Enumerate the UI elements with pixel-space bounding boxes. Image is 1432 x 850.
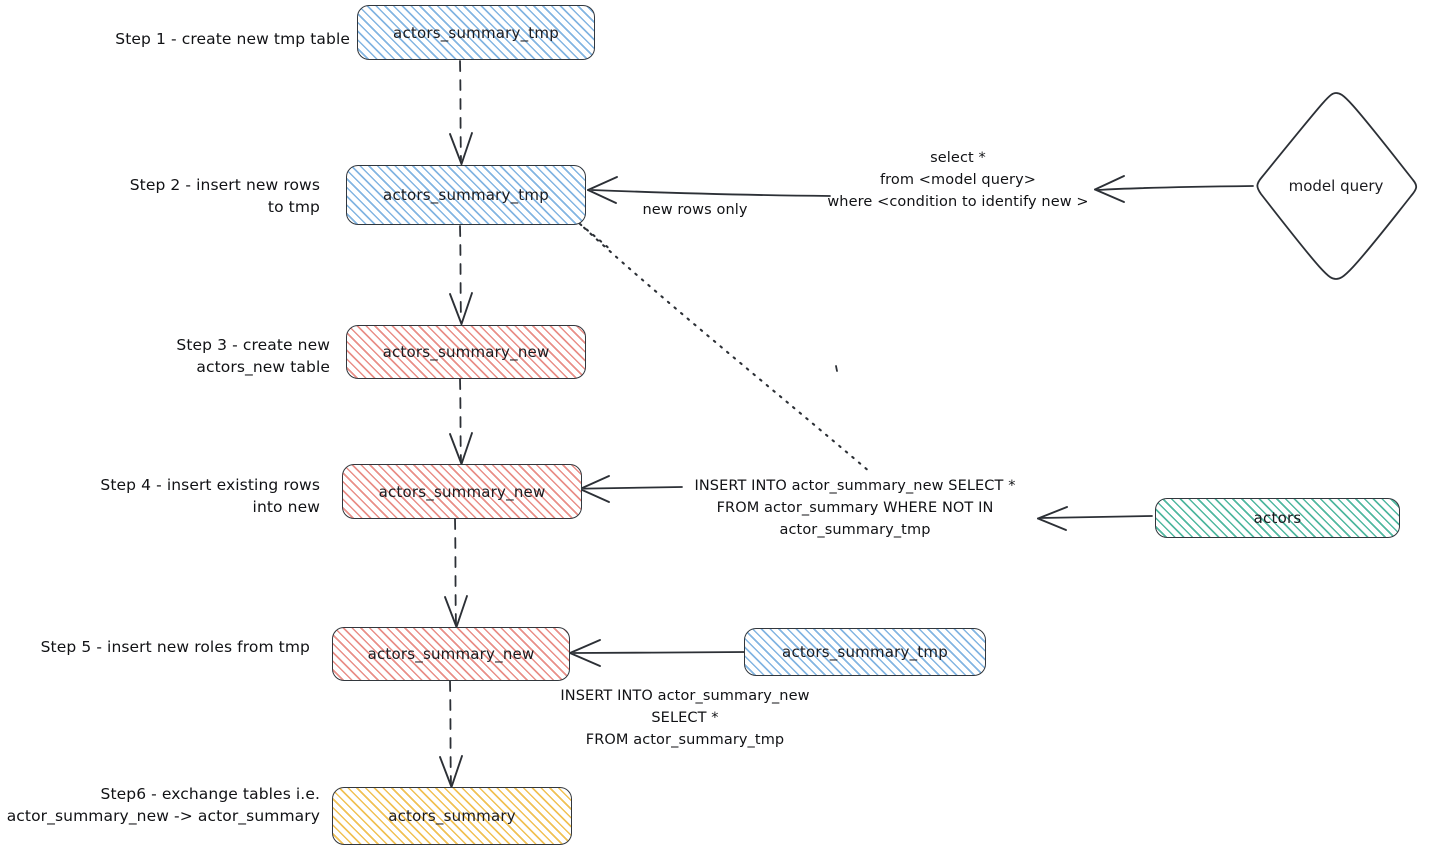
node-label: model query: [1288, 177, 1384, 195]
node-model-query[interactable]: model query: [1253, 88, 1419, 284]
node-label: actors_summary_tmp: [782, 643, 948, 661]
node-actors-summary-tmp-step5-source[interactable]: actors_summary_tmp: [744, 628, 986, 676]
edge-label-insert-new-roles-sql: INSERT INTO actor_summary_new SELECT * F…: [560, 688, 810, 748]
edge-step3-to-step4: [449, 378, 473, 465]
edge-step5-to-step6: [439, 680, 463, 788]
node-label: actors_summary_new: [378, 482, 546, 501]
node-actors-summary-step6[interactable]: actors_summary: [332, 787, 572, 845]
step5-caption: Step 5 - insert new roles from tmp: [40, 638, 310, 656]
step6-caption: Step6 - exchange tables i.e. actor_summa…: [6, 785, 320, 826]
node-label: actors_summary_tmp: [383, 186, 549, 204]
stray-mark: [835, 365, 838, 372]
node-actors-summary-new-step5[interactable]: actors_summary_new: [332, 627, 570, 681]
node-actors-summary-tmp-step2[interactable]: actors_summary_tmp: [346, 165, 586, 225]
step3-caption: Step 3 - create new actors_new table: [176, 336, 330, 377]
edge-label-insert-existing-sql: INSERT INTO actor_summary_new SELECT * F…: [694, 478, 1016, 538]
edge-insert-existing-to-step4: [579, 475, 683, 503]
node-label: actors: [1253, 509, 1302, 527]
edge-step4-to-step5: [444, 518, 468, 628]
diamond-shape: [1256, 92, 1418, 280]
step1-caption: Step 1 - create new tmp table: [115, 30, 350, 48]
node-label: actors_summary_tmp: [393, 23, 559, 42]
node-actors-summary-new-step4[interactable]: actors_summary_new: [342, 464, 582, 519]
node-actors-summary-new-step3[interactable]: actors_summary_new: [346, 325, 586, 379]
edge-label-new-rows-only: new rows only: [642, 202, 748, 218]
edge-step2-to-step3: [449, 225, 473, 325]
edge-model-query-to-sql: [1094, 175, 1254, 203]
node-label: actors_summary_new: [382, 343, 550, 361]
edge-tmp-to-step5: [569, 639, 747, 667]
edge-actors-to-sql: [1037, 506, 1153, 531]
node-actors-summary-tmp-step1[interactable]: actors_summary_tmp: [357, 5, 595, 60]
edge-step1-to-step2: [449, 60, 473, 165]
node-label: actors_summary_new: [367, 645, 535, 663]
edge-dotted-diagonal: [576, 220, 872, 474]
node-actors-source[interactable]: actors: [1155, 498, 1400, 538]
edge-label-model-query-sql: select * from <model query> where <condi…: [827, 150, 1089, 210]
step4-caption: Step 4 - insert existing rows into new: [100, 476, 320, 517]
node-label: actors_summary: [388, 807, 516, 825]
step2-caption: Step 2 - insert new rows to tmp: [129, 176, 320, 217]
